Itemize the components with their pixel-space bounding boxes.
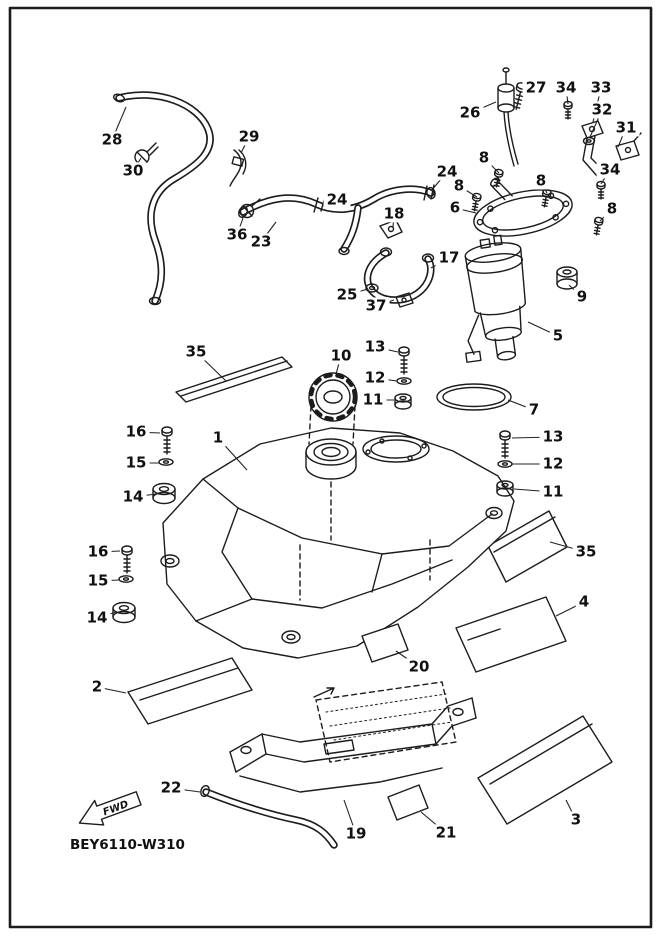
callout-3: 3 (567, 811, 585, 829)
callout-8: 8 (475, 149, 493, 167)
callout-2: 2 (88, 678, 106, 696)
breather-pipe-clip (229, 149, 247, 187)
callout-8: 8 (532, 172, 550, 190)
callout-16: 16 (122, 423, 150, 441)
callout-4: 4 (575, 593, 593, 611)
callout-34: 34 (596, 161, 624, 179)
rollover-valve (497, 67, 519, 167)
callout-35: 35 (572, 543, 600, 561)
callout-29: 29 (235, 128, 263, 146)
callout-15: 15 (84, 572, 112, 590)
pad-3 (477, 715, 613, 825)
pump-mounting-plate (473, 177, 573, 237)
part-code: BEY6110-W310 (70, 837, 185, 853)
clip-37 (395, 292, 414, 308)
callout-12: 12 (361, 369, 389, 387)
callout-20: 20 (405, 658, 433, 676)
callout-26: 26 (456, 104, 484, 122)
callout-11: 11 (539, 483, 567, 501)
tank-bracket (229, 697, 477, 793)
callout-37: 37 (362, 297, 390, 315)
callout-22: 22 (157, 779, 185, 797)
callout-33: 33 (587, 79, 615, 97)
callout-18: 18 (380, 205, 408, 223)
callout-14: 14 (119, 488, 147, 506)
drain-hose (200, 784, 338, 849)
callout-32: 32 (588, 101, 616, 119)
hose-clamp-36 (239, 198, 261, 219)
callout-14: 14 (83, 609, 111, 627)
callout-10: 10 (327, 347, 355, 365)
callout-17: 17 (435, 249, 463, 267)
callout-25: 25 (333, 286, 361, 304)
callout-6: 6 (446, 199, 464, 217)
callout-27: 27 (522, 79, 550, 97)
callout-35: 35 (182, 343, 210, 361)
callout-5: 5 (549, 327, 567, 345)
fuel-tank (160, 427, 515, 659)
callout-7: 7 (525, 401, 543, 419)
callout-34: 34 (552, 79, 580, 97)
pad-4 (455, 596, 567, 673)
pump-gasket (436, 383, 512, 411)
callout-9: 9 (573, 288, 591, 306)
callout-8: 8 (450, 177, 468, 195)
fuel-pump-assembly (464, 234, 526, 363)
callout-23: 23 (247, 233, 275, 251)
callout-19: 19 (342, 825, 370, 843)
heat-shield (313, 681, 457, 763)
callout-21: 21 (432, 824, 460, 842)
callout-8: 8 (603, 200, 621, 218)
pad-21 (387, 784, 429, 821)
callout-11: 11 (359, 391, 387, 409)
breather-hose (112, 91, 214, 306)
callout-30: 30 (119, 162, 147, 180)
pad-2 (127, 657, 253, 725)
callout-12: 12 (539, 455, 567, 473)
callout-31: 31 (612, 119, 640, 137)
callout-36: 36 (223, 226, 251, 244)
page-border (8, 6, 653, 929)
hose-clamp-30 (134, 142, 159, 165)
callout-28: 28 (98, 131, 126, 149)
cushion-strip-left (175, 356, 293, 403)
callout-13: 13 (361, 338, 389, 356)
callout-13: 13 (539, 428, 567, 446)
callout-24: 24 (323, 191, 351, 209)
callout-1: 1 (209, 429, 227, 447)
callout-16: 16 (84, 543, 112, 561)
fuel-cap (308, 372, 358, 445)
callout-15: 15 (122, 454, 150, 472)
callout-24: 24 (433, 163, 461, 181)
pad-20 (361, 623, 409, 663)
damper (556, 266, 578, 290)
grommet-25 (365, 283, 379, 293)
